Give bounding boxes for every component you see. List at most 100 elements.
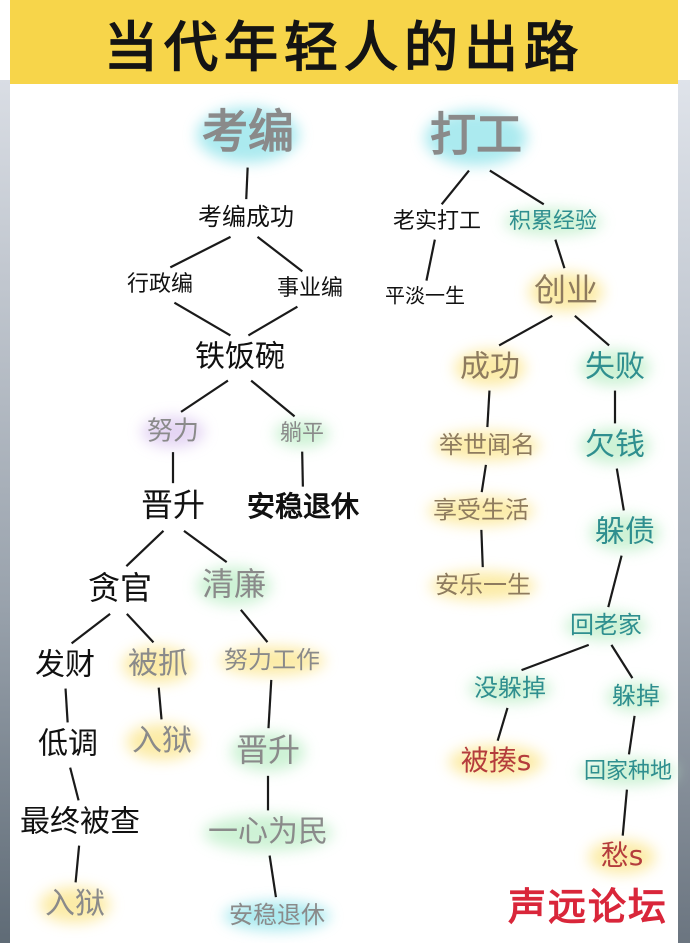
node-qinglian: 清廉 [202,565,266,603]
node-glow-beicou [448,745,544,779]
watermark-logo: 声远论坛 [507,885,668,929]
node-nuli1: 努力 [147,417,199,447]
connector-dagong-jljy [489,169,545,206]
node-duozhai: 躲债 [595,515,655,550]
node-chuangye: 创业 [534,271,598,309]
node-hlj: 回老家 [570,611,642,639]
node-glow-xssh [427,496,535,526]
node-jinsheng2: 晋升 [236,731,300,769]
connector-syb-tfw [247,305,298,337]
node-kaobian: 考编 [202,105,294,159]
node-mdd: 没躲掉 [474,674,546,702]
glow-layer [39,107,678,931]
connector-tanguan-facai [70,612,111,645]
connector-dagong-lsdg [440,169,470,206]
node-pdys: 平淡一生 [385,284,465,308]
node-glow-hjzd [578,758,678,786]
node-zzbc: 最终被查 [20,805,140,840]
node-syb: 事业编 [277,276,343,301]
page-title: 当代年轻人的出路 [104,15,584,79]
node-glow-jinsheng2 [230,732,306,772]
node-xssh: 享受生活 [433,496,529,524]
connector-kbcg-syb [256,236,303,273]
node-duodiao: 躲掉 [612,682,660,710]
node-beizhua: 被抓 [128,647,188,682]
connector-xzb-tfw [173,301,231,337]
connector-mdd-beicou [496,707,509,741]
connector-beizhua-ruyu1 [157,687,163,720]
node-facai: 发财 [35,648,95,683]
node-glow-nuli1 [141,416,205,448]
connector-hjzd-chou [621,789,629,836]
node-tanguan: 贪官 [88,569,152,607]
node-chou: 愁s [601,839,644,872]
connector-qinglian-nlgz [239,609,269,643]
connector-tfw-tangping [250,379,296,418]
node-glow-shibai [579,350,651,386]
node-awtx2: 安稳退休 [229,901,325,929]
node-glow-awtx2 [223,901,331,931]
connector-xssh-alys [480,529,484,568]
node-layer: 考编考编成功行政编事业编铁饭碗努力躺平晋升安稳退休贪官清廉发财被抓努力工作低调入… [20,105,672,930]
connector-tanguan-beizhua [126,613,155,644]
node-glow-jswm [433,431,541,461]
connector-chuangye-chenggong [498,314,553,347]
node-glow-chenggong [454,350,526,386]
connector-jswm-xssh [480,464,488,493]
node-glow-tangping [274,420,330,448]
connector-tangping-awtx1 [301,451,304,487]
node-glow-duozhai [589,515,661,551]
node-alys: 安乐一生 [435,571,531,599]
connector-chuangye-shibai [574,315,610,347]
connector-zzbc-ruyu2 [74,845,81,883]
connector-tfw-nuli1 [180,379,229,413]
background-frame-left [0,80,10,943]
connector-kbcg-xzb [169,235,232,269]
connector-facai-didiao [64,688,69,723]
node-nlgz: 努力工作 [224,646,320,674]
node-tfw: 铁饭碗 [195,340,285,375]
node-ruyu1: 入狱 [132,724,192,759]
node-glow-ruyu2 [39,887,111,923]
connector-jinsheng1-qinglian [183,529,228,564]
node-glow-chuangye [528,272,604,312]
node-tangping: 躺平 [280,421,324,446]
node-glow-alys [429,571,537,601]
connector-duodiao-hjzd [627,715,636,755]
node-didiao: 低调 [38,727,98,762]
node-jinsheng1: 晋升 [141,486,205,524]
node-hjzd: 回家种地 [584,759,672,784]
connector-yxwm-awtx2 [268,855,278,898]
node-yxwm: 一心为民 [208,815,328,850]
node-dagong: 打工 [430,108,522,162]
edge-layer [64,167,636,898]
node-glow-hlj [564,611,648,641]
node-glow-mdd [468,674,552,704]
title-banner: 当代年轻人的出路 [10,0,678,84]
node-glow-qinglian [196,566,272,606]
background-frame-right [678,80,690,943]
node-glow-yxwm [203,815,333,851]
node-xzb: 行政编 [127,272,193,297]
node-awtx1: 安稳退休 [247,490,360,523]
node-glow-kaobian [196,107,300,163]
node-chenggong: 成功 [460,350,520,385]
node-qianqian: 欠钱 [585,428,645,463]
node-glow-nlgz [218,646,326,676]
node-jswm: 举世闻名 [439,431,535,459]
node-shibai: 失败 [585,350,645,385]
connector-nlgz-jinsheng2 [267,679,273,729]
node-beicou: 被揍s [461,744,532,777]
connector-hlj-duodiao [610,644,634,679]
connector-hlj-mdd [521,643,590,672]
node-glow-jljy [503,208,603,236]
connector-didiao-zzbc [69,767,80,801]
connector-chenggong-jswm [486,390,491,428]
node-ruyu2: 入狱 [45,887,105,922]
connector-jljy-chuangye [554,239,566,269]
connector-duozhai-hlj [607,555,623,608]
node-glow-ruyu1 [126,724,198,760]
connector-qianqian-duozhai [615,468,625,511]
